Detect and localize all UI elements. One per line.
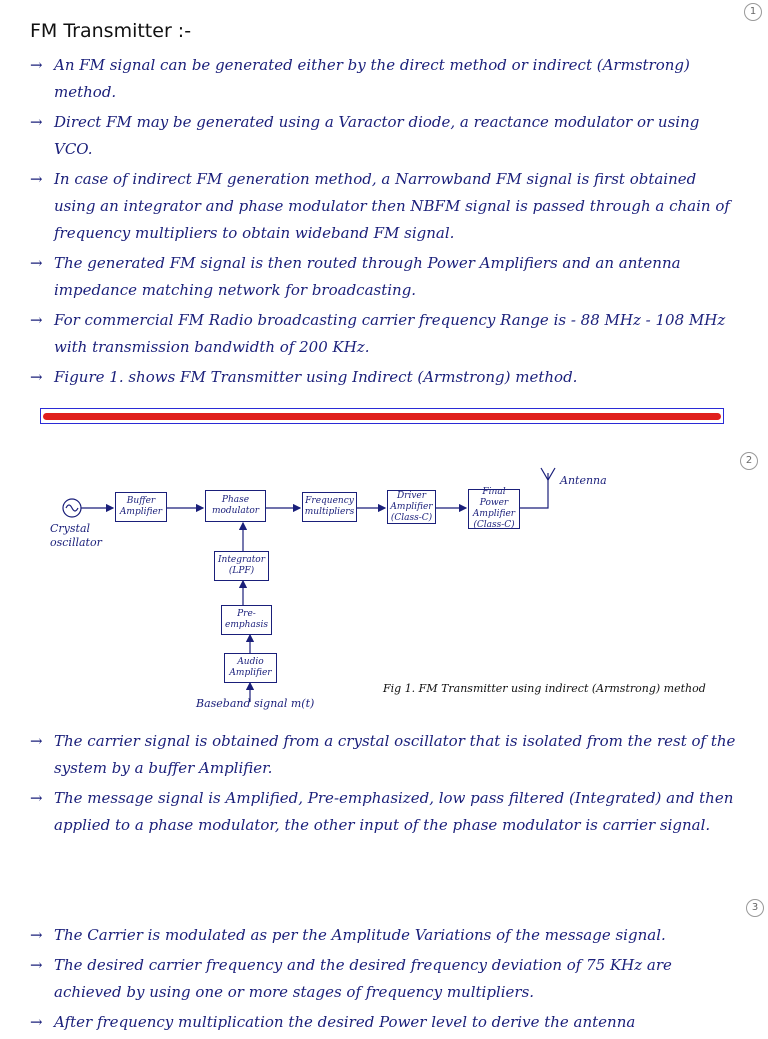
driver-amplifier-block: Driver Amplifier (Class-C) xyxy=(387,490,436,524)
arrow-icon: → xyxy=(30,170,43,188)
crystal-oscillator-label: Crystal oscillator xyxy=(50,522,102,549)
list-item: → Direct FM may be generated using a Vara… xyxy=(30,109,738,163)
list-item: → Figure 1. shows FM Transmitter using In… xyxy=(30,364,738,391)
bullet-text: Direct FM may be generated using a Varac… xyxy=(54,113,700,158)
figure-caption: Fig 1. FM Transmitter using indirect (Ar… xyxy=(383,682,706,695)
arrow-icon: → xyxy=(30,311,43,329)
bullet-text: The carrier signal is obtained from a cr… xyxy=(54,732,736,777)
bullet-text: After frequency multiplication the desir… xyxy=(54,1013,636,1031)
list-item: → The Carrier is modulated as per the Amp… xyxy=(30,922,738,949)
arrow-icon: → xyxy=(30,56,43,74)
arrow-icon: → xyxy=(30,254,43,272)
bullet-text: The Carrier is modulated as per the Ampl… xyxy=(54,926,666,944)
arrow-icon: → xyxy=(30,732,43,750)
page-number-2: 2 xyxy=(740,452,758,470)
bullet-text: Figure 1. shows FM Transmitter using Ind… xyxy=(54,368,578,386)
arrow-icon: → xyxy=(30,113,43,131)
section-2-list: → The carrier signal is obtained from a c… xyxy=(30,728,738,842)
phase-modulator-block: Phase modulator xyxy=(205,490,266,522)
antenna-icon xyxy=(540,467,556,482)
arrow-icon: → xyxy=(30,789,43,807)
section-3-list: → The Carrier is modulated as per the Amp… xyxy=(30,922,738,1039)
arrow-icon: → xyxy=(30,368,43,386)
arrow-icon: → xyxy=(30,1013,43,1031)
arrow-icon: → xyxy=(30,926,43,944)
bullet-text: An FM signal can be generated either by … xyxy=(54,56,690,101)
section-1-list: → An FM signal can be generated either by… xyxy=(30,52,738,394)
list-item: → An FM signal can be generated either by… xyxy=(30,52,738,106)
bullet-text: The generated FM signal is then routed t… xyxy=(54,254,681,299)
list-item: → The desired carrier frequency and the d… xyxy=(30,952,738,1006)
bullet-text: For commercial FM Radio broadcasting car… xyxy=(54,311,726,356)
bullet-text: The message signal is Amplified, Pre-emp… xyxy=(54,789,734,834)
red-separator xyxy=(40,408,724,424)
final-power-amplifier-block: Final Power Amplifier (Class-C) xyxy=(468,487,520,530)
list-item: → The carrier signal is obtained from a c… xyxy=(30,728,738,782)
page-number-3: 3 xyxy=(746,899,764,917)
buffer-amplifier-block: Buffer Amplifier xyxy=(115,492,167,522)
list-item: → The generated FM signal is then routed … xyxy=(30,250,738,304)
audio-amplifier-block: Audio Amplifier xyxy=(224,653,277,683)
arrow-icon: → xyxy=(30,956,43,974)
list-item: → The message signal is Amplified, Pre-em… xyxy=(30,785,738,839)
list-item: → For commercial FM Radio broadcasting ca… xyxy=(30,307,738,361)
integrator-block: Integrator (LPF) xyxy=(214,551,269,581)
red-stroke xyxy=(43,413,721,420)
baseband-label: Baseband signal m(t) xyxy=(196,697,315,710)
frequency-multipliers-block: Frequency multipliers xyxy=(302,492,357,522)
page-number-1: 1 xyxy=(744,3,762,21)
bullet-text: In case of indirect FM generation method… xyxy=(54,170,730,242)
page-title: FM Transmitter :- xyxy=(30,20,192,42)
list-item: → After frequency multiplication the desi… xyxy=(30,1009,738,1036)
pre-emphasis-block: Pre-emphasis xyxy=(221,605,272,635)
bullet-text: The desired carrier frequency and the de… xyxy=(54,956,672,1001)
list-item: → In case of indirect FM generation metho… xyxy=(30,166,738,247)
antenna-label: Antenna xyxy=(560,474,607,487)
